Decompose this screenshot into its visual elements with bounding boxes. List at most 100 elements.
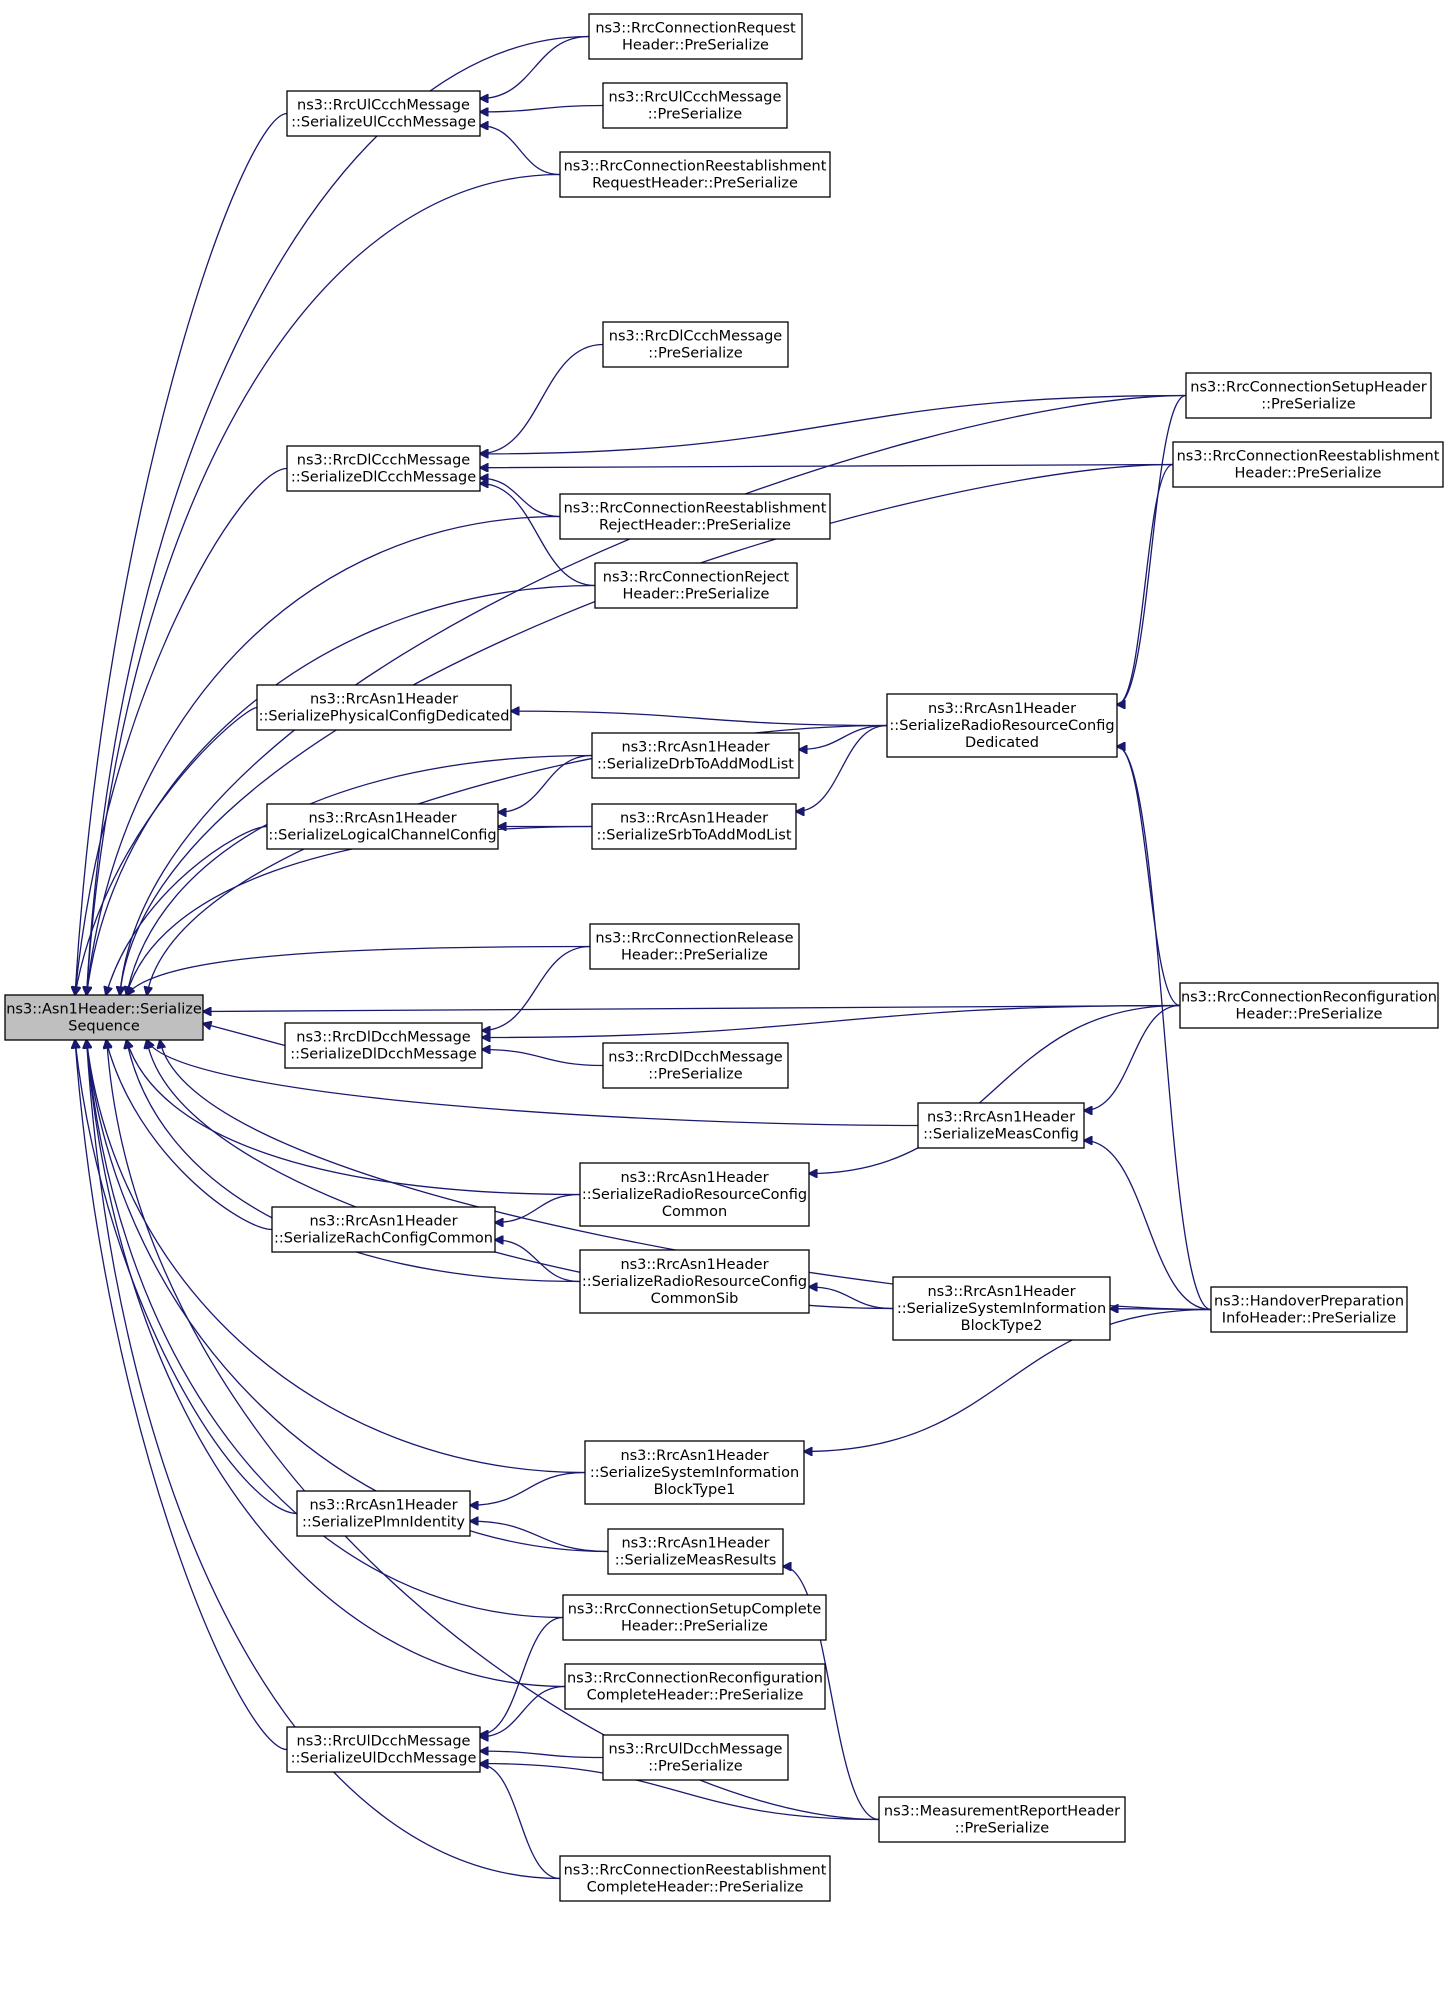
node-rrccommon[interactable]: ns3::RrcAsn1Header::SerializeRadioResour… (579, 1162, 810, 1227)
node-dldcch-pre[interactable]: ns3::RrcDlDcchMessage::PreSerialize (602, 1042, 789, 1089)
node-reestreq[interactable]: ns3::RrcConnectionReestablishmentRequest… (559, 151, 831, 198)
node-sib2[interactable]: ns3::RrcAsn1Header::SerializeSystemInfor… (892, 1276, 1111, 1341)
node-dlccch-ser[interactable]: ns3::RrcDlCcchMessage::SerializeDlCcchMe… (286, 445, 481, 492)
node-label-line: CompleteHeader::PreSerialize (587, 1688, 804, 1704)
node-reestrej[interactable]: ns3::RrcConnectionReestablishmentRejectH… (559, 493, 831, 540)
edge-reestreq-to-root (87, 173, 561, 996)
edge-setup-to-dlccch_ser (480, 394, 1187, 454)
node-label-line: Sequence (68, 1019, 140, 1035)
edge-measrep-to-uldcch_ser (480, 1764, 880, 1821)
node-box (1185, 372, 1432, 419)
edge-reconf-to-dldcch_ser (482, 1004, 1181, 1038)
node-box (564, 1663, 826, 1710)
edge-sib1-to-root (86, 1040, 586, 1474)
edge-reestreq-to-ulccch_ser (480, 126, 561, 176)
edge-measrep-to-measres (783, 1567, 880, 1821)
node-label-line: ns3::RrcConnectionSetupHeader (1190, 380, 1427, 396)
edge-hoprep-to-measconf (1084, 1141, 1212, 1311)
edge-rrcded-to-srb (796, 724, 888, 812)
node-label-line: BlockType1 (654, 1482, 736, 1498)
node-label-line: ::SerializeDlDcchMessage (290, 1047, 476, 1063)
node-box (284, 1022, 483, 1069)
edge-drb-to-lcc (498, 754, 593, 813)
node-phys[interactable]: ns3::RrcAsn1Header::SerializePhysicalCon… (256, 684, 512, 731)
node-rach[interactable]: ns3::RrcAsn1Header::SerializeRachConfigC… (271, 1206, 496, 1253)
node-plmn[interactable]: ns3::RrcAsn1Header::SerializePlmnIdentit… (296, 1490, 471, 1537)
node-box (589, 923, 800, 970)
node-uldcch-ser[interactable]: ns3::RrcUlDcchMessage::SerializeUlDcchMe… (286, 1726, 481, 1773)
edge-rrcded-to-drb (799, 724, 888, 750)
edge-reest-to-dlccch_ser (480, 465, 1174, 468)
node-measrep[interactable]: ns3::MeasurementReportHeader::PreSeriali… (878, 1796, 1126, 1843)
node-box (878, 1796, 1126, 1843)
node-label-line: ::SerializeSrbToAddModList (597, 828, 792, 844)
node-label-line: ns3::RrcConnectionReconfiguration (1181, 990, 1437, 1006)
edge-setupcomp-to-uldcch_ser (480, 1616, 564, 1735)
node-box (607, 1528, 784, 1575)
node-box (591, 803, 797, 850)
node-box (602, 1734, 789, 1781)
edge-phys-to-root (75, 706, 258, 996)
node-label-line: ::SerializeRadioResourceConfig (582, 1187, 807, 1203)
node-label-line: Common (662, 1204, 727, 1220)
node-reconfcomp[interactable]: ns3::RrcConnectionReconfigurationComplet… (564, 1663, 826, 1710)
node-label-line: ns3::RrcUlCcchMessage (297, 98, 470, 114)
node-sib1[interactable]: ns3::RrcAsn1Header::SerializeSystemInfor… (584, 1440, 805, 1505)
node-label-line: ::PreSerialize (648, 107, 742, 123)
node-label-line: ns3::RrcUlCcchMessage (609, 90, 782, 106)
edge-dldcch_ser-to-root (203, 1024, 286, 1047)
node-label-line: ::SerializeRadioResourceConfig (582, 1274, 807, 1290)
edge-release-to-root (126, 945, 591, 996)
node-drb[interactable]: ns3::RrcAsn1Header::SerializeDrbToAddMod… (591, 732, 800, 779)
node-label-line: ns3::RrcAsn1Header (621, 740, 769, 756)
node-label-line: Header::PreSerialize (622, 38, 769, 54)
node-label-line: ::PreSerialize (648, 1759, 742, 1775)
node-setup[interactable]: ns3::RrcConnectionSetupHeader::PreSerial… (1185, 372, 1432, 419)
node-rrcded[interactable]: ns3::RrcAsn1Header::SerializeRadioResour… (886, 693, 1118, 758)
node-box (559, 493, 831, 540)
node-rrccommonsib[interactable]: ns3::RrcAsn1Header::SerializeRadioResour… (579, 1249, 810, 1314)
edge-rach-to-root (106, 1040, 273, 1231)
node-reconf[interactable]: ns3::RrcConnectionReconfigurationHeader:… (1179, 982, 1439, 1029)
node-srb[interactable]: ns3::RrcAsn1Header::SerializeSrbToAddMod… (591, 803, 797, 850)
edge-reestcomp-to-uldcch_ser (480, 1765, 561, 1880)
edge-uldcch_pre-to-uldcch_ser (480, 1751, 604, 1759)
node-box (296, 1490, 471, 1537)
node-measres[interactable]: ns3::RrcAsn1Header::SerializeMeasResults (607, 1528, 784, 1575)
edge-measres-to-root (87, 1040, 609, 1553)
node-box (602, 82, 788, 129)
edge-uldcch_ser-to-root (75, 1040, 288, 1751)
node-box (892, 1276, 1111, 1341)
node-box (271, 1206, 496, 1253)
node-reest[interactable]: ns3::RrcConnectionReestablishmentHeader:… (1172, 441, 1444, 488)
edge-rrccommon-to-rach (495, 1193, 581, 1223)
node-dldcch-ser[interactable]: ns3::RrcDlDcchMessage::SerializeDlDcchMe… (284, 1022, 483, 1069)
node-dlccch-pre[interactable]: ns3::RrcDlCcchMessage::PreSerialize (602, 321, 789, 368)
node-ulccch-ser[interactable]: ns3::RrcUlCcchMessage::SerializeUlCcchMe… (286, 90, 481, 137)
node-box (256, 684, 512, 731)
node-hoprep[interactable]: ns3::HandoverPreparationInfoHeader::PreS… (1210, 1286, 1408, 1333)
node-label-line: Header::PreSerialize (621, 1619, 768, 1635)
node-uldcch-pre[interactable]: ns3::RrcUlDcchMessage::PreSerialize (602, 1734, 789, 1781)
node-lcc[interactable]: ns3::RrcAsn1Header::SerializeLogicalChan… (266, 803, 499, 850)
node-box (602, 321, 789, 368)
node-label-line: ns3::RrcConnectionReestablishment (564, 501, 827, 517)
node-reject[interactable]: ns3::RrcConnectionRejectHeader::PreSeria… (594, 562, 798, 609)
node-rcreq[interactable]: ns3::RrcConnectionRequestHeader::PreSeri… (588, 13, 803, 60)
node-setupcomp[interactable]: ns3::RrcConnectionSetupCompleteHeader::P… (562, 1594, 827, 1641)
edge-rcreq-to-ulccch_ser (480, 35, 590, 99)
node-label-line: Header::PreSerialize (1235, 466, 1382, 482)
node-label-line: ns3::RrcUlDcchMessage (297, 1734, 471, 1750)
node-label-line: ns3::RrcAsn1Header (927, 1110, 1075, 1126)
node-label-line: ns3::HandoverPreparation (1214, 1294, 1404, 1310)
nodes-layer: ns3::Asn1Header::SerializeSequencens3::R… (4, 13, 1444, 1902)
node-label-line: ns3::RrcUlDcchMessage (609, 1742, 783, 1758)
node-reestcomp[interactable]: ns3::RrcConnectionReestablishmentComplet… (559, 1855, 831, 1902)
node-release[interactable]: ns3::RrcConnectionReleaseHeader::PreSeri… (589, 923, 800, 970)
node-box (559, 1855, 831, 1902)
node-measconf[interactable]: ns3::RrcAsn1Header::SerializeMeasConfig (917, 1102, 1085, 1149)
edge-rrcded-to-root (147, 724, 888, 996)
node-ulccch-pre[interactable]: ns3::RrcUlCcchMessage::PreSerialize (602, 82, 788, 129)
